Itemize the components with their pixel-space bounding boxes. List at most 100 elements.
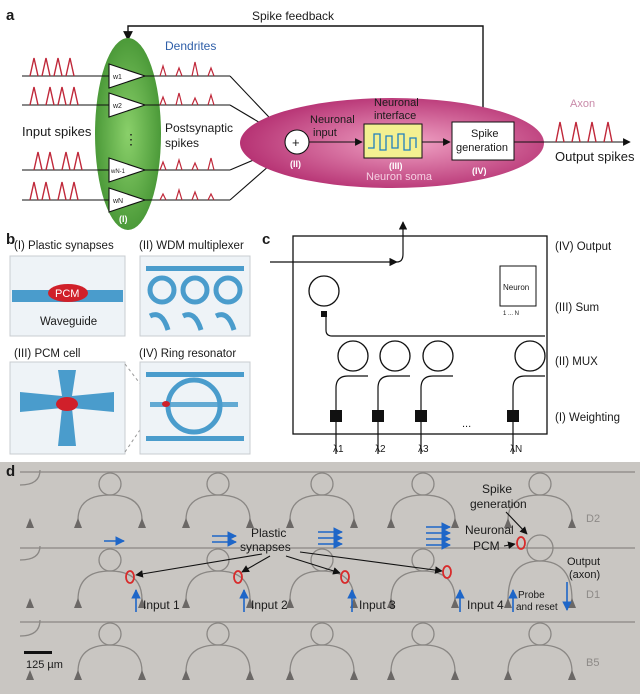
panel-d-label: d: [6, 463, 15, 480]
chip-waveguides: [19, 469, 635, 637]
ring-resonator-title: (IV) Ring resonator: [139, 348, 236, 360]
mux-rings: [337, 340, 546, 372]
lambda-3: λ3: [418, 444, 429, 455]
scale-bar: [24, 651, 52, 654]
panel-a-label: a: [6, 7, 15, 24]
circuit-frame: [292, 235, 548, 435]
grating-couplers: [26, 518, 576, 680]
neuronal-pcm-label-1: Neuronal: [465, 523, 514, 537]
chip-label-d1: D1: [586, 589, 600, 601]
plastic-synapses-title: (I) Plastic synapses: [14, 240, 114, 252]
waveguide-label: Waveguide: [40, 316, 97, 328]
weighting-blocks: [330, 410, 519, 422]
axon-label: Axon: [570, 98, 595, 110]
lambda-2: λ2: [375, 444, 386, 455]
spike-generation-d-2: generation: [470, 497, 527, 511]
neuronal-interface-label-2: interface: [374, 110, 416, 122]
panel-a: a Spike feedback (I) ⋮ w1 w2 wN-1 wN: [6, 7, 635, 230]
spike-generation-box: [451, 121, 515, 161]
dendrites-label: Dendrites: [165, 39, 216, 53]
pcm-markers: [125, 536, 526, 584]
wdm-structure: [146, 266, 244, 331]
output-axon-label-2: (axon): [569, 569, 600, 581]
probe-label-2: and reset: [516, 602, 558, 613]
pcm-cell-title: (III) PCM cell: [14, 348, 80, 360]
postsynaptic-spike-trains: [159, 61, 215, 201]
plastic-synapses-label-2: synapses: [240, 540, 291, 554]
ring-resonator-structure: [146, 372, 244, 441]
sum-ring: [308, 275, 340, 307]
spike-generation-d-1: Spike: [482, 482, 512, 496]
weight-label-4: wN: [112, 198, 123, 205]
panel-b: b (I) Plastic synapses PCM Waveguide (II…: [6, 231, 251, 455]
input-arrows: [131, 589, 518, 612]
postsynaptic-label-2: spikes: [165, 136, 199, 150]
roman-III: (III): [389, 161, 403, 171]
output-axon-label-1: Output: [567, 556, 600, 568]
neuron-soma-label: Neuron soma: [366, 171, 433, 183]
output-spikes-label: Output spikes: [555, 149, 635, 164]
row-label-sum: (III) Sum: [555, 302, 599, 314]
neuron-box-label: Neuron: [503, 283, 529, 292]
weight-label-1: w1: [112, 74, 122, 81]
zoom-line-bottom: [124, 417, 149, 453]
panel-d: d: [0, 462, 640, 694]
pcm-cell-blob: [56, 397, 78, 411]
input-3-label: Input 3: [359, 598, 396, 612]
circuit-output-line: [396, 221, 408, 263]
interface-waveform: [368, 133, 417, 151]
postsynaptic-label-1: Postsynaptic: [165, 121, 233, 135]
panel-c: c Neuron 1 ... N: [262, 221, 620, 455]
chip-image-background: [0, 462, 640, 694]
weight-dots: ⋮: [124, 131, 138, 147]
sum-weight: [321, 311, 327, 317]
channel-ellipsis: ...: [462, 418, 471, 430]
spike-feedback-label: Spike feedback: [252, 9, 335, 23]
input-4-label: Input 4: [467, 598, 504, 612]
row-label-weighting: (I) Weighting: [555, 412, 620, 424]
neuron-ports-label: 1 ... N: [503, 311, 519, 317]
wdm-title: (II) WDM multiplexer: [139, 240, 244, 252]
postsynaptic-lines: [145, 75, 230, 201]
row-label-output: (IV) Output: [555, 241, 612, 253]
neuronal-input-label-1: Neuronal: [310, 114, 355, 126]
neuronal-pcm-pointer: [503, 541, 516, 550]
chip-label-b5: B5: [586, 657, 599, 669]
neuronal-pcm-label-2: PCM: [473, 539, 500, 553]
sum-plus: +: [292, 135, 300, 150]
weight-label-3: wN-1: [110, 169, 126, 175]
synapse-pointer-arrows: [135, 551, 443, 578]
wavelength-arrows: [104, 522, 451, 550]
input-spikes-label: Input spikes: [22, 124, 92, 139]
spike-generation-label-1: Spike: [471, 128, 499, 140]
sum-bus: [325, 314, 545, 337]
row-label-mux: (II) MUX: [555, 356, 598, 368]
input-1-label: Input 1: [143, 598, 180, 612]
chip-label-d2: D2: [586, 513, 600, 525]
roman-II: (II): [290, 159, 301, 169]
lambda-N: λN: [510, 444, 522, 455]
scale-bar-label: 125 µm: [26, 659, 63, 671]
channel-lines: [335, 375, 545, 454]
pcm-label: PCM: [55, 288, 79, 300]
neuronal-interface-label-1: Neuronal: [374, 97, 419, 109]
weight-label-2: w2: [112, 103, 122, 110]
neuronal-input-label-2: input: [313, 127, 337, 139]
input-2-label: Input 2: [251, 598, 288, 612]
roman-IV: (IV): [472, 166, 487, 176]
plastic-synapses-label-1: Plastic: [251, 526, 286, 540]
roman-I: (I): [119, 214, 128, 224]
panel-c-label: c: [262, 231, 270, 248]
probe-label-1: Probe: [518, 590, 545, 601]
lambda-1: λ1: [333, 444, 344, 455]
neuron-box: [499, 265, 537, 307]
neuronal-interface-box: [363, 123, 423, 159]
pcm-blob: [48, 284, 88, 302]
spike-generation-pointer: [505, 511, 528, 535]
chip-ring-units: [77, 472, 573, 673]
panel-b-label: b: [6, 231, 15, 248]
spike-generation-label-2: generation: [456, 142, 508, 154]
output-spike-train: [555, 121, 613, 143]
input-spike-trains: [29, 57, 83, 201]
